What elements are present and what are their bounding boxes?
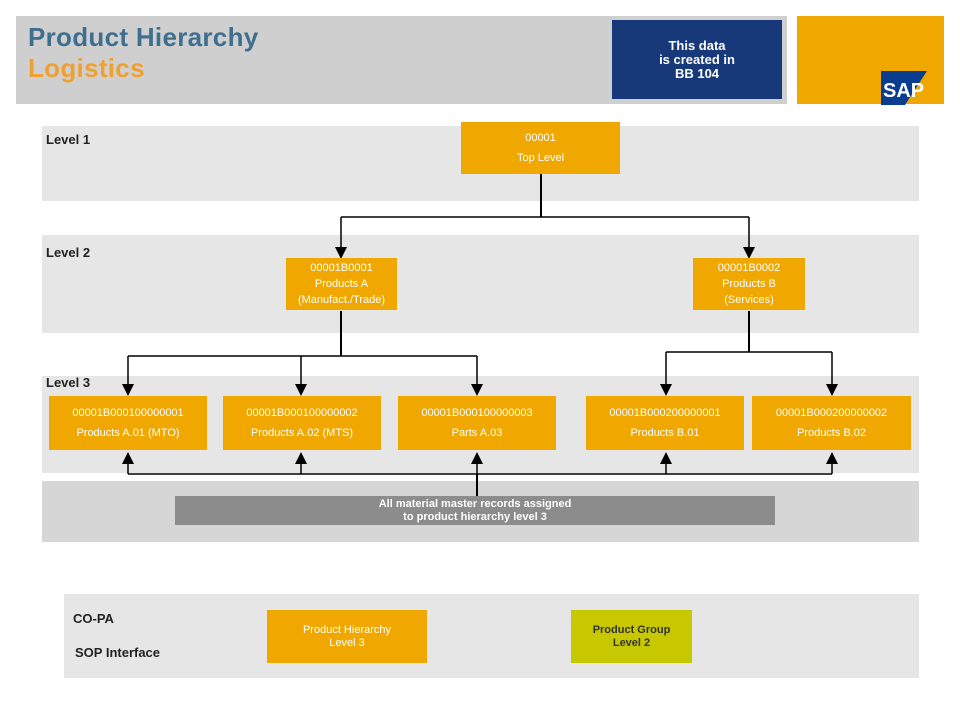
node-code: 00001B000200000001 <box>609 406 721 419</box>
sop-interface-label: SOP Interface <box>75 645 161 660</box>
note-box: This data is created in BB 104 <box>612 20 782 99</box>
node-code: 00001B0001 <box>310 261 373 274</box>
level1-label: Level 1 <box>46 132 91 147</box>
node-top-level: 00001 Top Level <box>461 122 620 174</box>
node-name: Products A <box>314 277 369 290</box>
copa-band <box>64 594 919 678</box>
assignment-bar: All material master records assigned to … <box>175 496 775 525</box>
level2-label: Level 2 <box>46 245 91 260</box>
node-products-b01: 00001B000200000001 Products B.01 <box>586 396 744 450</box>
box-line: Product Hierarchy <box>302 623 392 636</box>
node-name: Products B <box>722 277 776 290</box>
node-parts-a03: 00001B000100000003 Parts A.03 <box>398 396 556 450</box>
node-sub: (Manufact./Trade) <box>297 293 385 306</box>
copa-label: CO-PA <box>73 611 114 626</box>
box-line: Product Group <box>592 623 671 636</box>
sap-logo-text: SAP <box>883 80 924 102</box>
box-line: Level 2 <box>612 636 651 649</box>
node-code: 00001 <box>525 131 556 144</box>
node-name: Parts A.03 <box>451 426 503 439</box>
brand-panel <box>797 16 944 104</box>
product-hierarchy-box: Product Hierarchy Level 3 <box>267 610 427 663</box>
box-line: Level 3 <box>329 636 365 649</box>
node-name: Products B.01 <box>630 426 700 439</box>
node-code: 00001B000100000002 <box>246 406 358 419</box>
node-products-a01: 00001B000100000001 Products A.01 (MTO) <box>49 396 207 450</box>
node-products-a: 00001B0001 Products A (Manufact./Trade) <box>286 258 397 310</box>
node-products-b02: 00001B000200000002 Products B.02 <box>752 396 911 450</box>
node-code: 00001B000100000001 <box>72 406 184 419</box>
note-line: BB 104 <box>674 65 720 81</box>
node-code: 00001B000200000002 <box>775 406 888 419</box>
node-name: Top Level <box>516 151 565 164</box>
node-sub: (Services) <box>724 293 774 306</box>
level3-label: Level 3 <box>46 375 91 390</box>
assignment-line: All material master records assigned <box>378 497 572 510</box>
node-name: Products A.02 (MTS) <box>250 426 354 439</box>
page-subtitle: Logistics <box>28 53 145 83</box>
note-line: is created in <box>659 51 735 67</box>
note-line: This data <box>668 37 726 53</box>
node-products-a02: 00001B000100000002 Products A.02 (MTS) <box>223 396 381 450</box>
node-name: Products B.02 <box>796 426 867 439</box>
assignment-line: to product hierarchy level 3 <box>403 510 547 523</box>
product-group-box: Product Group Level 2 <box>571 610 692 663</box>
node-products-b: 00001B0002 Products B (Services) <box>693 258 805 310</box>
node-name: Products A.01 (MTO) <box>76 426 180 439</box>
node-code: 00001B000100000003 <box>421 406 533 419</box>
node-code: 00001B0002 <box>717 261 781 274</box>
sap-logo: SAP <box>881 71 927 105</box>
page-title: Product Hierarchy <box>28 22 259 52</box>
